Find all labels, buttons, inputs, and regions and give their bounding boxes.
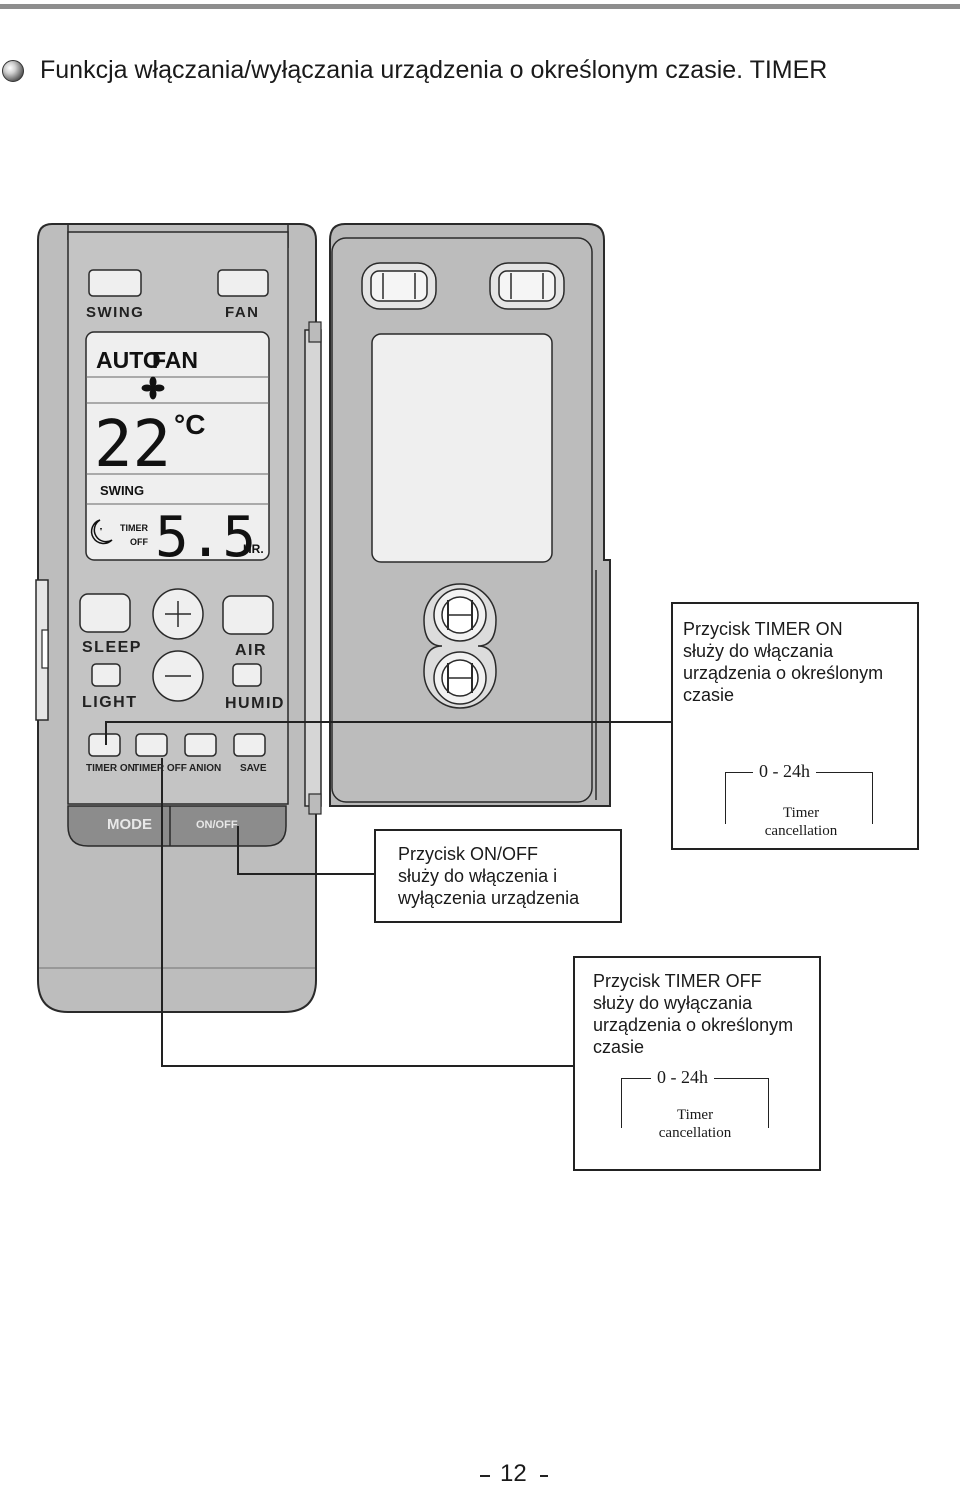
timer-off-button[interactable] bbox=[135, 733, 168, 757]
timer-cancellation: Timer cancellation bbox=[743, 804, 859, 840]
lcd-unit: °C bbox=[174, 409, 205, 440]
page-number: 12 bbox=[0, 1460, 960, 1490]
callout-line: służy do wyłączania bbox=[593, 993, 753, 1013]
callout-line: wyłączenia urządzenia bbox=[398, 888, 580, 908]
sleep-button[interactable] bbox=[79, 593, 131, 633]
callout-line: Przycisk TIMER OFF bbox=[593, 971, 762, 991]
air-button[interactable] bbox=[222, 595, 274, 635]
timer-cancellation: Timer cancellation bbox=[637, 1106, 753, 1142]
fan-icon bbox=[141, 376, 165, 400]
lcd-timer-value: 5.5 bbox=[155, 505, 256, 570]
timer-off-label: TIMER OFF bbox=[133, 763, 187, 774]
lcd-mode: AUTO bbox=[96, 347, 161, 373]
air-label: AIR bbox=[235, 642, 267, 659]
cover-knobs bbox=[423, 583, 497, 709]
mode-onoff-bar bbox=[67, 805, 287, 847]
top-rule bbox=[0, 4, 960, 9]
callout-line: urządzenia o określonym bbox=[593, 1015, 794, 1035]
callout-line: czasie bbox=[683, 685, 735, 705]
callout-line: Przycisk ON/OFF bbox=[398, 844, 538, 864]
timer-on-button[interactable] bbox=[88, 733, 121, 757]
hidden-button-right bbox=[489, 262, 565, 310]
callout-line: czasie bbox=[593, 1037, 645, 1057]
fan-label: FAN bbox=[225, 304, 260, 321]
heading-text: Funkcja włączania/wyłączania urządzenia … bbox=[40, 56, 828, 84]
leader-on-off bbox=[237, 826, 375, 875]
swing-label: SWING bbox=[86, 304, 144, 321]
swing-button[interactable] bbox=[88, 269, 142, 297]
humid-label: HUMID bbox=[225, 695, 285, 712]
callout-timer-on: Przycisk TIMER ON służy do włączania urz… bbox=[671, 602, 919, 850]
cancel-line: cancellation bbox=[764, 823, 838, 839]
anion-button[interactable] bbox=[184, 733, 217, 757]
timer-range: 0 - 24h bbox=[753, 760, 816, 782]
callout-line: Przycisk TIMER ON bbox=[683, 619, 843, 639]
callout-line: urządzenia o określonym bbox=[683, 663, 884, 683]
anion-label: ANION bbox=[189, 763, 221, 774]
lcd-timer-unit: HR. bbox=[243, 542, 264, 556]
lcd-timer-state: OFF bbox=[130, 537, 148, 547]
timer-on-label: TIMER ON bbox=[86, 763, 135, 774]
fan-button[interactable] bbox=[217, 269, 269, 297]
save-button[interactable] bbox=[233, 733, 266, 757]
page-dash bbox=[480, 1475, 490, 1477]
callout-on-off: Przycisk ON/OFF służy do włączenia i wył… bbox=[374, 829, 622, 923]
section-heading: Funkcja włączania/wyłączania urządzenia … bbox=[0, 52, 960, 92]
page-dash bbox=[540, 1475, 548, 1477]
on-off-label: ON/OFF bbox=[196, 819, 238, 831]
humid-button[interactable] bbox=[232, 663, 262, 687]
leader-timer-on bbox=[105, 721, 672, 745]
lcd-temperature: 22 bbox=[94, 408, 171, 482]
timer-range: 0 - 24h bbox=[651, 1066, 714, 1088]
lcd-timer-label: TIMER bbox=[120, 523, 148, 533]
cancel-line: Timer bbox=[782, 805, 820, 821]
cancel-line: cancellation bbox=[658, 1125, 732, 1141]
sleep-label: SLEEP bbox=[82, 639, 142, 656]
cover-window bbox=[371, 333, 553, 563]
bullet-icon bbox=[2, 60, 24, 82]
cancel-line: Timer bbox=[676, 1107, 714, 1123]
hidden-button-left bbox=[361, 262, 437, 310]
callout-line: służy do włączenia i bbox=[398, 866, 558, 886]
lcd-fan: FAN bbox=[152, 347, 198, 373]
sleep-moon-icon bbox=[90, 519, 113, 545]
lcd-display bbox=[85, 331, 270, 561]
hinge bbox=[304, 329, 322, 807]
page-number-text: 12 bbox=[500, 1460, 527, 1487]
callout-line: służy do włączania bbox=[683, 641, 834, 661]
light-label: LIGHT bbox=[82, 694, 138, 711]
leader-timer-off bbox=[161, 758, 574, 1067]
mode-label: MODE bbox=[107, 816, 152, 833]
save-label: SAVE bbox=[240, 763, 267, 774]
callout-timer-off: Przycisk TIMER OFF służy do wyłączania u… bbox=[573, 956, 821, 1171]
light-button[interactable] bbox=[91, 663, 121, 687]
lcd-swing: SWING bbox=[100, 483, 144, 498]
